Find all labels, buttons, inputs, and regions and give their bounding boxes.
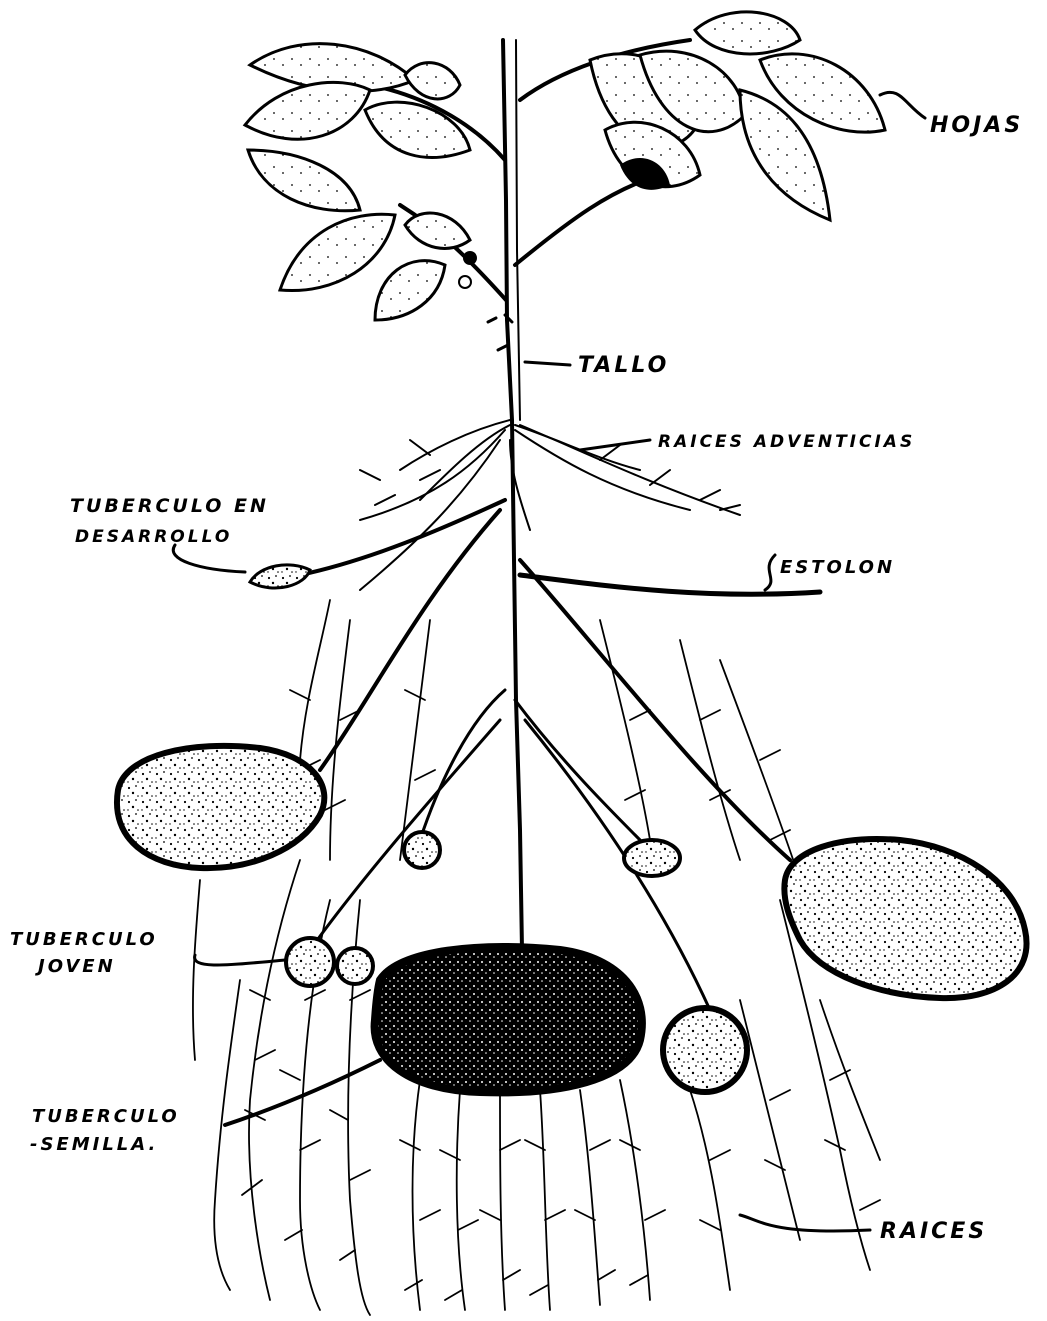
label-raices-adventicias: RAICES ADVENTICIAS — [658, 432, 915, 452]
leader-hojas — [880, 92, 925, 118]
young-tuber — [624, 840, 680, 876]
stolon — [310, 720, 500, 950]
tuberculo-semilla — [375, 947, 642, 1092]
leaf — [405, 63, 460, 99]
label-tuberculo-semilla-1: TUBERCULO — [32, 1106, 180, 1127]
stem-edge — [516, 40, 520, 420]
flower-bud — [463, 251, 477, 265]
stolon — [515, 700, 650, 850]
label-tuberculo-desarrollo-2: DESARROLLO — [75, 527, 232, 547]
leaf — [280, 214, 395, 290]
leaf — [365, 102, 470, 157]
young-tuber — [663, 1008, 747, 1092]
leaf — [695, 12, 800, 54]
mature-tuber-right — [784, 839, 1026, 998]
label-estolon: ESTOLON — [780, 557, 895, 578]
leader-estolon — [765, 555, 775, 590]
estolon-line — [520, 575, 820, 594]
tubercle-en-desarrollo — [250, 565, 310, 588]
label-tallo: TALLO — [578, 353, 669, 378]
tubers — [117, 565, 1027, 1092]
stolon — [520, 560, 790, 860]
label-tuberculo-desarrollo-1: TUBERCULO EN — [70, 495, 269, 517]
leader-tallo — [525, 362, 570, 365]
foliage — [245, 12, 885, 950]
label-tuberculo-joven-1: TUBERCULO — [10, 929, 158, 950]
label-raices: RAICES — [880, 1219, 987, 1244]
leader-tuberculo-desarrollo — [173, 545, 245, 572]
tuberculo-joven — [286, 938, 334, 986]
leaf — [245, 82, 370, 139]
label-hojas: HOJAS — [930, 113, 1023, 138]
leaf — [405, 213, 470, 248]
branch-right-lower — [515, 175, 660, 265]
tuberculo-joven — [337, 948, 373, 984]
mature-tuber-left — [117, 746, 324, 868]
leaf — [248, 150, 360, 211]
flower-bud — [459, 276, 471, 288]
leader-raices — [740, 1215, 870, 1231]
label-tuberculo-semilla-2: -SEMILLA. — [30, 1134, 158, 1155]
young-tuber — [404, 832, 440, 868]
label-tuberculo-joven-2: JOVEN — [35, 956, 116, 977]
leaf — [375, 261, 445, 320]
